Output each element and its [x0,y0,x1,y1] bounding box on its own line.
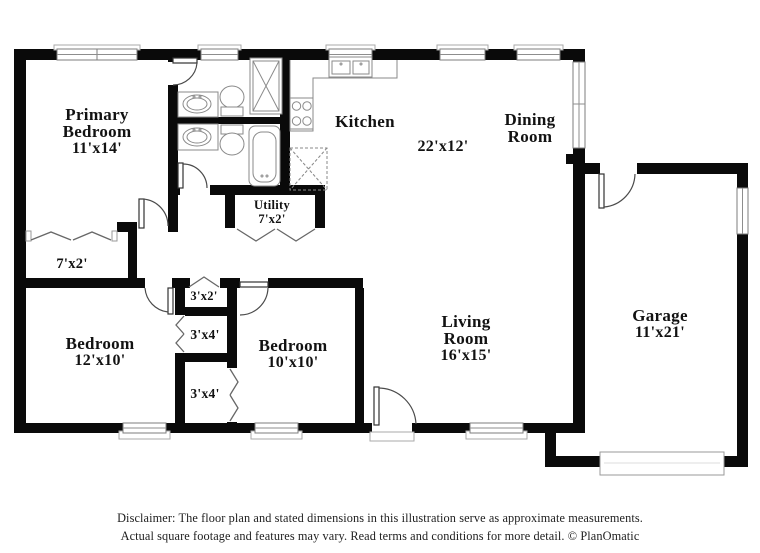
appliance-space [289,147,328,191]
door-garage-entry [598,173,636,209]
kitchen-sink [328,56,373,78]
door-front [373,386,417,426]
doors-closet-3x2 [188,276,220,288]
toilet-hall [219,124,245,156]
label-closet-3x4-bottom: 3'x4' [190,386,220,401]
dims-bedroom-left: 12'x10' [74,352,126,369]
door-primary-bedroom [138,198,169,229]
door-primary-bath [172,57,198,86]
label-primary-bedroom: Primary Bedroom 11'x14' [62,105,132,157]
vanity-sink-hall [177,123,219,151]
dims-bedroom-mid: 10'x10' [267,354,319,371]
disclaimer: Disclaimer: The floor plan and stated di… [0,509,760,545]
label-dining-room: Dining Room [504,110,556,146]
shower [249,57,283,115]
door-bedroom-left [144,287,174,315]
bifold-utility [236,228,316,242]
dims-kitchen-dining: 22'x12' [417,138,469,155]
label-bedroom-left: Bedroom 12'x10' [65,334,135,369]
label-garage: Garage 11'x21' [632,306,688,341]
stove [289,97,314,130]
label-closet-3x2: 3'x2' [190,289,218,303]
label-closet-3x4-mid: 3'x4' [190,327,220,342]
bifold-closet-3x4-bottom [229,368,239,422]
bathroom-fixtures [177,57,283,187]
doors [138,57,636,426]
label-bedroom-mid: Bedroom 10'x10' [258,336,328,371]
vanity-sink-primary [177,91,219,118]
toilet-primary [219,85,245,117]
label-kitchen: Kitchen [335,112,395,131]
dims-garage: 11'x21' [634,324,686,341]
label-living-room: Living Room 16'x15' [440,312,492,364]
dims-living-room: 16'x15' [440,347,492,364]
bathtub [248,125,281,187]
dims-primary-bedroom: 11'x14' [71,140,123,157]
door-hall-bath [177,162,208,189]
windows [53,44,749,440]
exterior-features [369,431,725,476]
dims-utility: 7'x2' [258,211,286,226]
kitchen-fixtures [289,56,398,191]
bifold-closet-3x4-mid [175,315,185,353]
label-utility: Utility 7'x2' [253,198,291,226]
closet-doors [25,228,316,422]
bifold-hall-closet [25,230,118,242]
disclaimer-line-2: Actual square footage and features may v… [120,529,640,543]
front-door-threshold [369,431,415,442]
door-bedroom-mid [239,281,269,316]
disclaimer-line-1: Disclaimer: The floor plan and stated di… [117,511,643,525]
label-hall-closet: 7'x2' [56,256,88,272]
walls [14,49,748,467]
